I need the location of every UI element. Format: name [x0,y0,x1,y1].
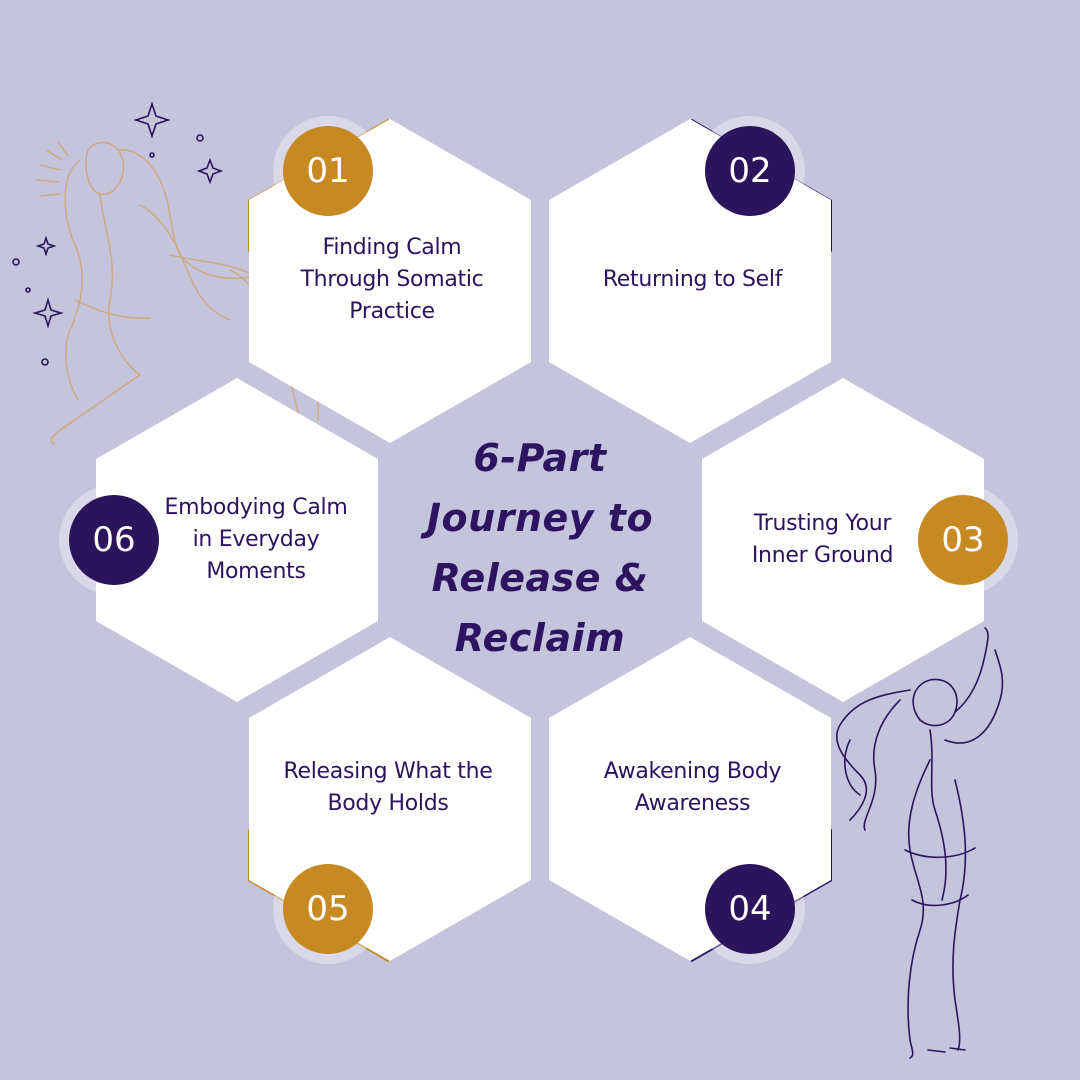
step-label-02: Returning to Self [602,267,783,292]
step-number-badge-03: 03 [918,495,1008,585]
step-label-03: Trusting Your Inner Ground [751,511,894,568]
hexagon-step-06 [96,378,378,702]
step-number-badge-06: 06 [69,495,159,585]
step-label-04: Awakening Body Awareness [603,759,782,816]
hexagon-step-03 [702,378,984,702]
step-number-badge-02: 02 [705,126,795,216]
step-number-badge-01: 01 [283,126,373,216]
step-label-06: Embodying Calm in Everyday Moments [164,495,348,584]
step-label-05: Releasing What the Body Holds [283,759,493,816]
sparkle-stars [12,101,224,366]
step-number-badge-05: 05 [283,864,373,954]
step-number-badge-04: 04 [705,864,795,954]
dancing-woman-illustration [835,627,1004,1059]
center-title: 6-Part Journey to Release & Reclaim [426,436,654,660]
step-label-01: Finding Calm Through Somatic Practice [300,235,484,324]
